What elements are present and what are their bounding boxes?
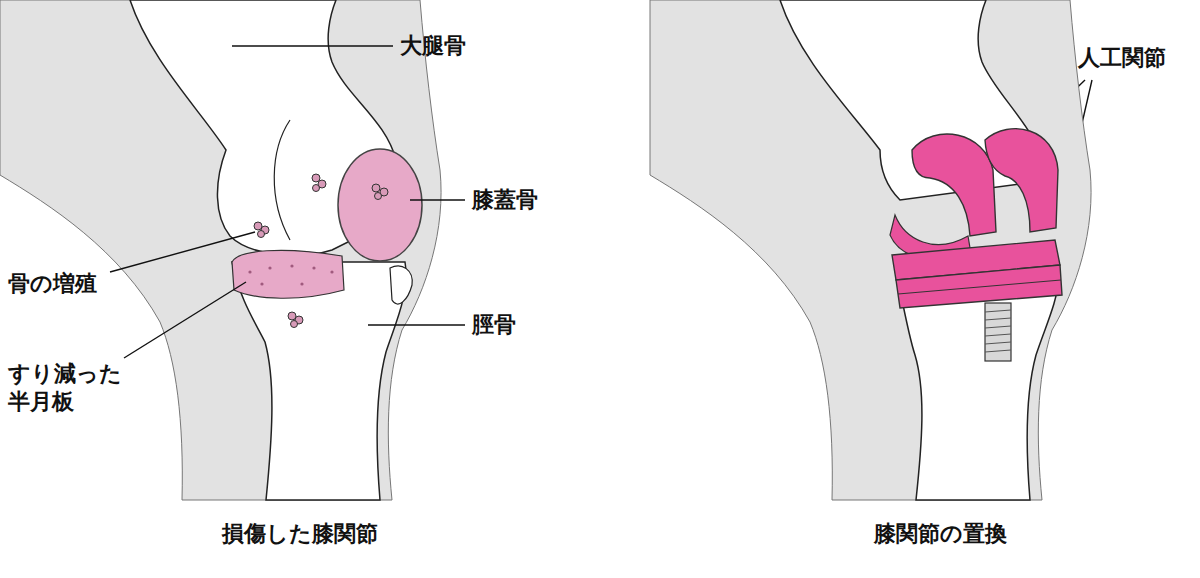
replaced-knee bbox=[650, 0, 1091, 500]
part-label: 骨の増殖 bbox=[8, 270, 97, 298]
part-label: 人工関節 bbox=[1078, 44, 1166, 72]
part-label: 大腿骨 bbox=[400, 32, 466, 60]
panel-caption: 膝関節の置換 bbox=[770, 520, 1110, 548]
part-label: 膝蓋骨 bbox=[472, 186, 538, 214]
panel-caption: 損傷した膝関節 bbox=[130, 520, 470, 548]
part-label: すり減った 半月板 bbox=[8, 360, 148, 415]
part-label: 脛骨 bbox=[472, 311, 516, 339]
damaged-knee bbox=[0, 0, 441, 500]
